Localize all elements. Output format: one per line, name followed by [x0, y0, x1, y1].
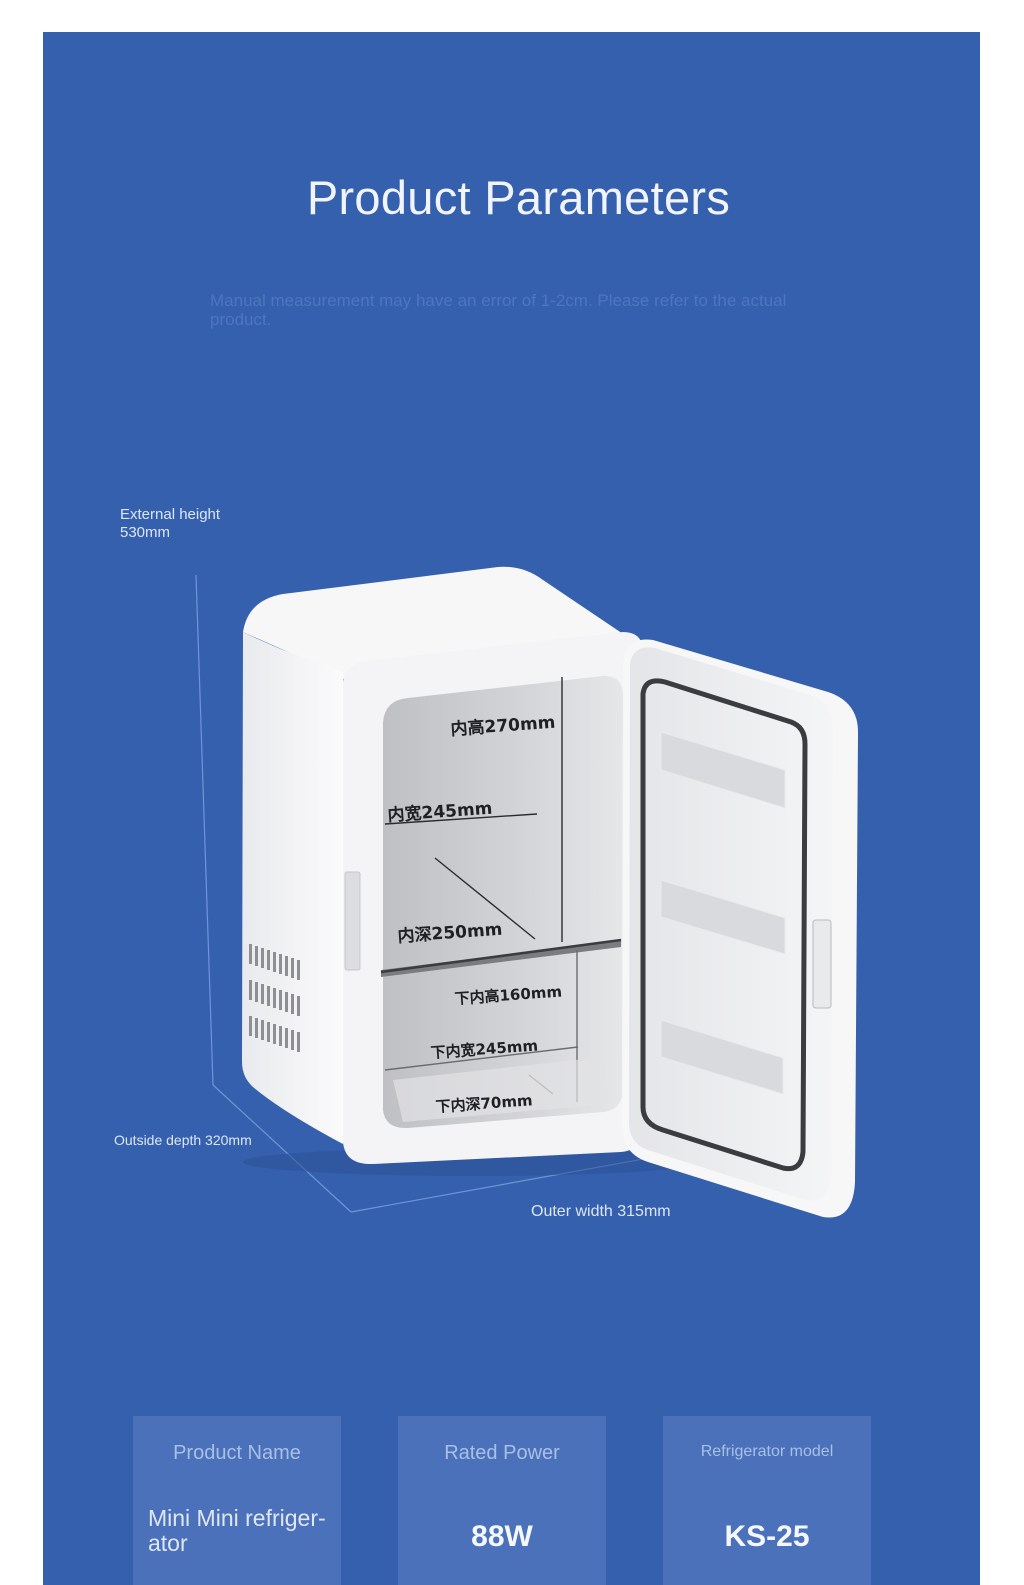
measurement-note: Manual measurement may have an error of …	[210, 291, 787, 329]
spec-value: Mini Mini refriger-ator	[148, 1505, 326, 1556]
mini-fridge-illustration: 内高270mm 内宽245mm 内深250mm 下内高160mm 下内宽245m…	[195, 566, 858, 1218]
spec-label: Product Name	[173, 1442, 301, 1464]
spec-label: Rated Power	[444, 1442, 560, 1464]
vent-grille	[249, 944, 300, 1052]
external-height-label: External height 530mm	[120, 506, 221, 541]
spec-label: Refrigerator model	[700, 1443, 834, 1460]
outside-depth-label: Outside depth 320mm	[114, 1132, 252, 1148]
outer-width-label: Outer width 315mm	[531, 1203, 671, 1220]
product-parameters-panel: Product Parameters Manual measurement ma…	[43, 32, 980, 1585]
spec-value: KS-25	[724, 1520, 810, 1553]
page-title: Product Parameters	[306, 171, 731, 224]
open-door	[622, 639, 858, 1218]
spec-card-rated-power: Rated Power 88W	[398, 1416, 606, 1585]
spec-value: 88W	[471, 1520, 533, 1553]
spec-card-product-name: Product Name Mini Mini refriger-ator	[133, 1416, 341, 1585]
spec-card-refrigerator-model: Refrigerator model KS-25	[663, 1416, 871, 1585]
